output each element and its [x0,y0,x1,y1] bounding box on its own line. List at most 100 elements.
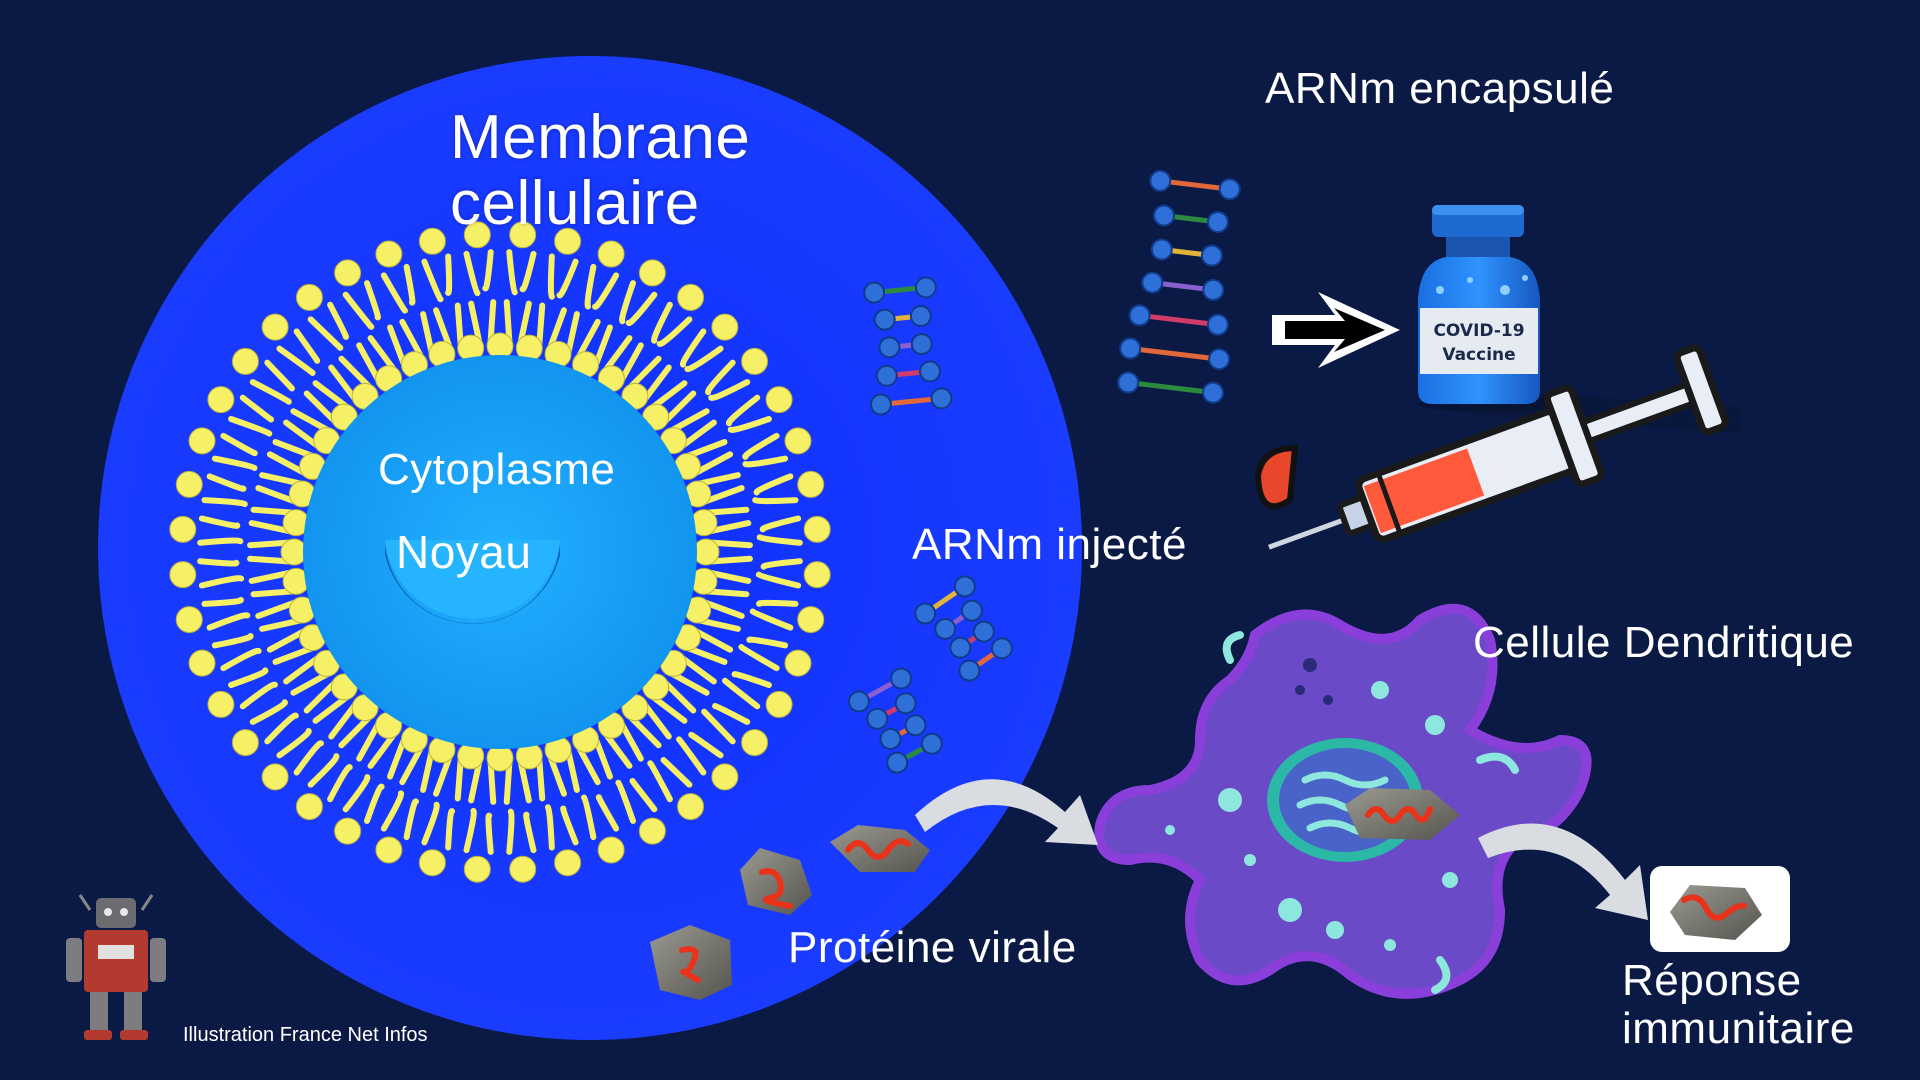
rna-nucleotide [1208,348,1231,371]
robot-logo-icon [66,894,166,1040]
lipid-tail [303,380,351,425]
rna-rung [1127,379,1214,396]
credit-label: Illustration France Net Infos [183,1024,428,1046]
lipid-tail [742,432,789,468]
lipid-tail [649,380,697,425]
rna-nucleotide [886,751,909,774]
lipid-tail [328,701,373,749]
syringe-icon [1254,344,1729,550]
lipid-tail [276,328,321,376]
lipid-head [375,836,403,864]
lipid-tail [683,627,734,665]
rna-nucleotide [1141,271,1164,294]
lipid-tail [615,778,658,824]
lipid-head [334,259,362,287]
lipid-tail [683,439,734,477]
lipid-head [207,690,235,718]
nucleus [385,540,560,624]
lipid-tail [602,335,644,384]
immune-response-box [1650,866,1790,952]
lipid-tail [487,758,513,805]
lipid-head [677,793,705,821]
lipid-tail [506,808,537,855]
lipid-tail [303,679,351,724]
membrane-label-line2: cellulaire [450,169,700,238]
rna-nucleotide [990,637,1013,660]
lipid-tail [255,599,305,632]
lipid-tail [584,263,620,310]
lipid-tail [421,801,456,851]
lipid-tail [517,755,546,804]
lipid-head [169,515,197,543]
lipid-tail [342,774,385,824]
lipid-head [677,283,705,311]
lipid-tail [228,394,274,437]
lipid-tail [249,359,295,405]
lipid-tail [676,731,724,776]
lipid-tail [756,515,803,546]
lipid-tail [283,408,332,450]
lipid-head [741,347,769,375]
lipid-tail [619,280,658,326]
arrow-to-vial-icon [1272,292,1400,368]
lipid-tail [454,300,483,349]
rna-nucleotide [958,659,981,682]
lipid-tail [575,735,613,786]
lipid-head [765,386,793,414]
rna-rung [1139,312,1219,328]
lipid-head [295,283,323,311]
lipid-head [463,221,491,249]
lipid-tail [463,249,494,297]
rna-nucleotide [866,707,889,730]
immune-response-label: Réponse immunitaire [1622,957,1920,1053]
lipid-tail [387,735,425,786]
lipid-tail [283,654,332,696]
rna-nucleotide [972,620,995,643]
lipid-tail [547,307,580,357]
lipid-tail [544,804,579,851]
lipid-tail [695,472,745,505]
lipid-tail [266,439,317,477]
lipid-head [741,729,769,757]
lipid-tail [421,253,453,303]
curved-arrow-to-dendritic-icon [915,779,1098,845]
dendritic-cell-label: Cellule Dendritique [1473,618,1855,667]
lipid-tail [266,627,317,665]
immune-response-label-line2: immunitaire [1622,1004,1855,1053]
dendritic-cell [1094,603,1592,999]
lipid-tail [627,701,672,749]
lipid-head [231,347,259,375]
lipid-tail [249,699,299,745]
lipid-head [261,313,289,341]
lipid-tail [726,394,772,433]
lipid-tail [651,301,693,347]
lipid-tail [380,790,419,841]
membrane-label: Membrane cellulaire [450,105,750,237]
lipid-tail [228,667,278,710]
lipid-tail [197,515,244,546]
rna-strand-icon [863,276,953,416]
lipid-head [554,849,582,877]
rna-nucleotide [878,336,901,359]
lipid-head [175,606,203,634]
lipid-head [597,240,625,268]
lipid-head [765,690,793,718]
lipid-tail [328,355,373,403]
rna-nucleotide [1202,278,1225,301]
lipid-head [188,427,216,455]
rna-nucleotide [1152,204,1175,227]
lipid-tail [307,753,353,803]
lipid-tail [506,249,537,296]
rna-nucleotide [960,599,983,622]
lipid-tail [649,679,697,724]
lipid-tail [517,300,546,349]
rna-nucleotide [890,667,913,690]
lipid-tail [647,757,693,803]
rna-nucleotide [873,308,896,331]
lipid-tail [575,318,613,369]
lipid-tail [703,506,752,535]
vial-label-line1: COVID-19 [1433,321,1524,341]
rna-nucleotide [1149,169,1172,192]
lipid-tail [201,473,248,508]
